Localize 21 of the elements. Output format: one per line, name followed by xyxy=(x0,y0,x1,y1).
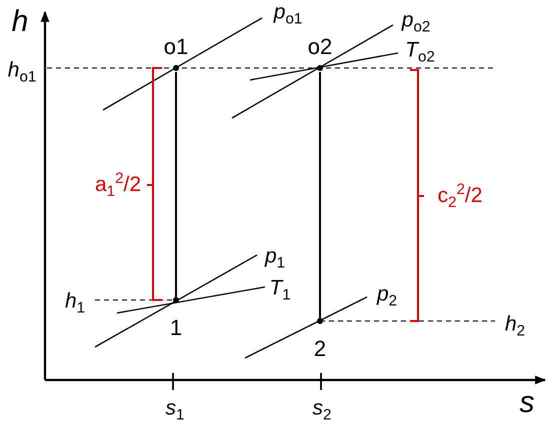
state-point-label: o2 xyxy=(308,36,332,58)
enthalpy-label: h$_{1}$ xyxy=(64,290,86,316)
isobar-label: p$_{2}$ xyxy=(376,283,398,309)
state-point-label: o1 xyxy=(164,36,188,58)
enthalpy-label: h$_{2}$ xyxy=(504,313,526,339)
state-point-label: 2 xyxy=(314,338,326,360)
isobar-label: p$_{o1}$ xyxy=(274,1,302,27)
isobar-label: p$_{1}$ xyxy=(264,245,286,271)
bracket-label: c$_{2}$$^{2}$/2 xyxy=(438,182,482,210)
isotherm-label: T$_{o2}$ xyxy=(405,39,435,65)
isobar-label: p$_{o2}$ xyxy=(402,9,430,35)
axis-label: h xyxy=(12,7,28,37)
entropy-label: s$_{2}$ xyxy=(312,397,332,423)
process-line xyxy=(175,72,177,297)
bracket-label: a$_{1}$$^{2}$/2 xyxy=(95,170,141,200)
entropy-label: s$_{1}$ xyxy=(166,397,184,423)
isotherm-label: T$_{1}$ xyxy=(269,277,291,303)
axis-label: s xyxy=(520,388,534,418)
process-line xyxy=(319,72,321,318)
enthalpy-label: h$_{o1}$ xyxy=(8,59,36,85)
state-point-label: 1 xyxy=(170,317,182,339)
